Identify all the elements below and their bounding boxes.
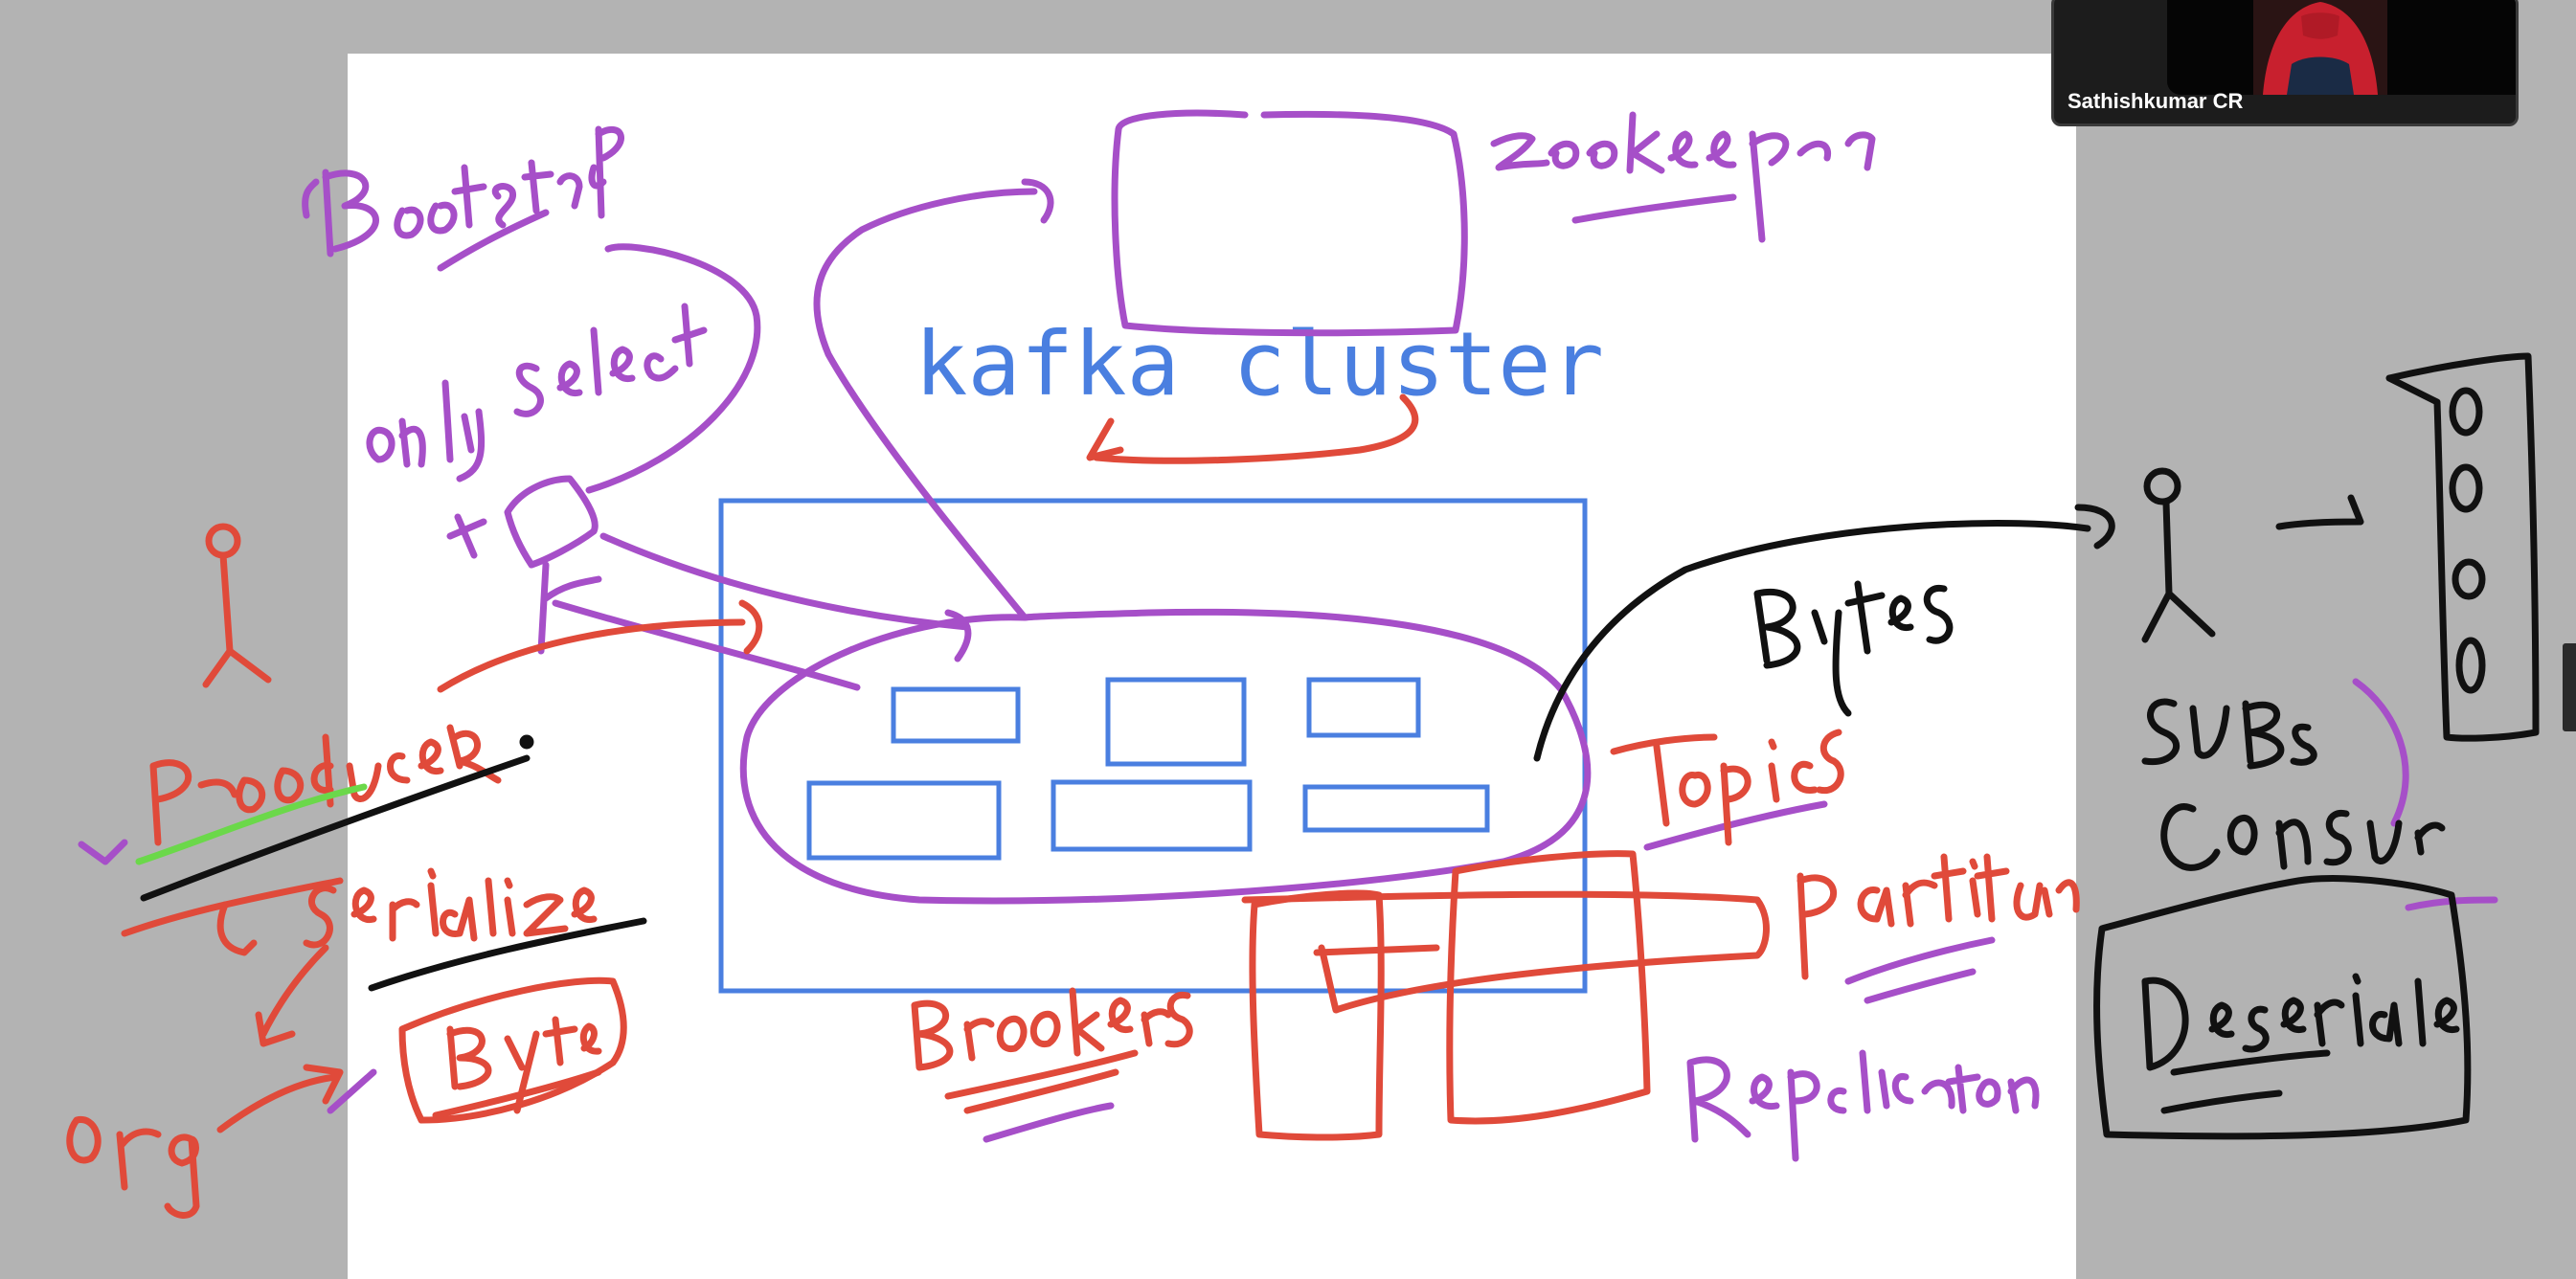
deserialize-text <box>2141 973 2460 1071</box>
brokers-text <box>911 987 1193 1071</box>
bytes-text <box>1753 580 1954 717</box>
broker-box-1 <box>891 686 1021 744</box>
participant-video-feed <box>2167 0 2516 95</box>
producer-text <box>149 724 502 846</box>
broker-box-3 <box>1306 677 1421 738</box>
zookeeper-box <box>1111 109 1468 337</box>
consumer-text <box>2160 803 2446 871</box>
org-text <box>66 1116 200 1219</box>
broker-box-6 <box>1302 784 1490 833</box>
side-scroll-handle[interactable] <box>2563 643 2576 731</box>
broker-box-4 <box>806 780 1002 861</box>
participant-name: Sathishkumar CR <box>2068 89 2244 113</box>
consumer-queue-box <box>2385 352 2540 742</box>
deserialize-box <box>2093 875 2472 1140</box>
partition-box-2 <box>1446 850 1651 1125</box>
broker-oval <box>739 608 1592 905</box>
byte-box <box>398 976 627 1124</box>
topics-text <box>1610 729 1844 846</box>
only-select-text <box>366 303 708 482</box>
broker-box-5 <box>1051 779 1253 852</box>
kafka-cluster-label: kafka cluster <box>915 313 1604 415</box>
participant-avatar <box>2253 0 2387 95</box>
broker-box-2 <box>1105 677 1247 767</box>
partition-text <box>1796 853 2080 980</box>
bootstrap-text <box>302 125 624 272</box>
replication-text <box>1686 1049 2040 1162</box>
partition-box-1 <box>1249 889 1385 1141</box>
selector-box <box>504 475 599 569</box>
serialize-text <box>216 867 598 956</box>
participant-video-tile[interactable]: Sathishkumar CR <box>2051 0 2519 126</box>
subs-text <box>2141 698 2317 770</box>
